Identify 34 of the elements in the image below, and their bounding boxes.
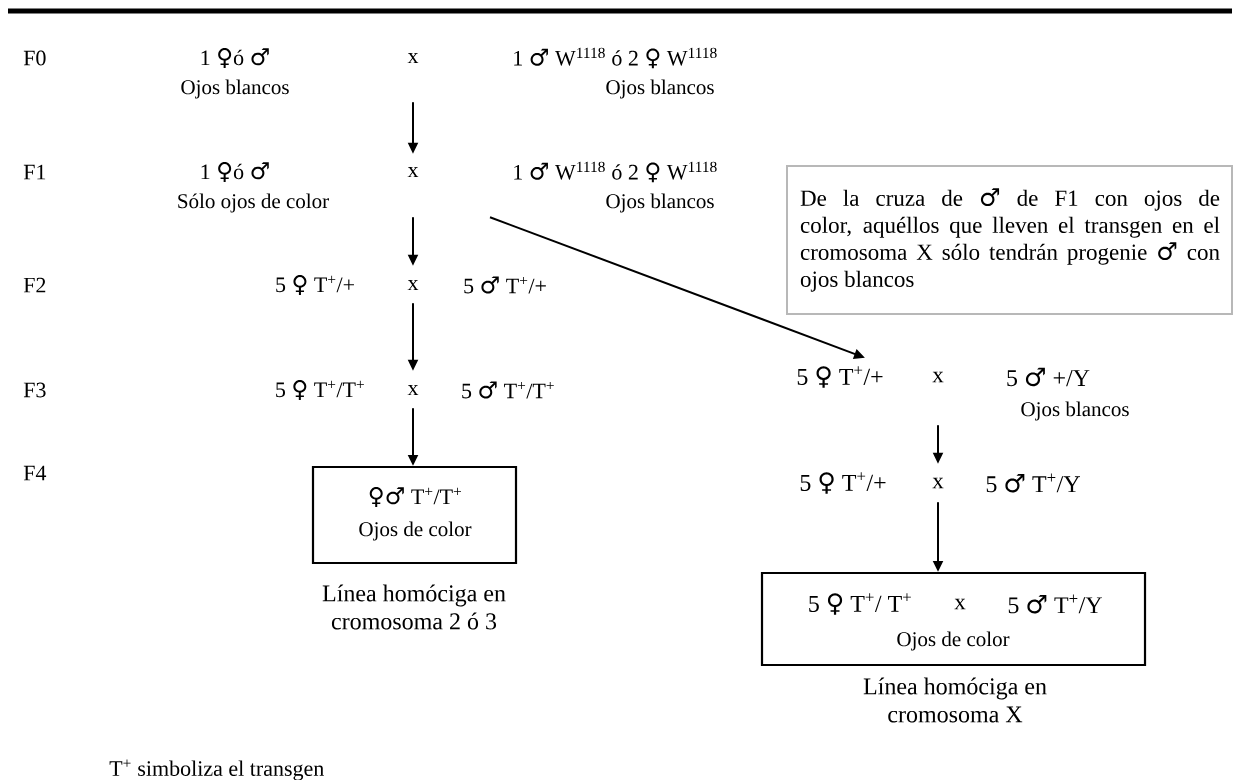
generation-label: F3 xyxy=(23,382,46,398)
parent-genotype: 5 ♂ T$^{+}$/Y xyxy=(986,473,1080,493)
note-box: De la cruza de ♂ de F1 con ojos de color, aquéllos que lleven el transgen en el cromosoma X sólo tendrán progenie ♂ con ojos blancos xyxy=(786,165,1233,315)
generation-label: F2 xyxy=(23,277,46,293)
phenotype-label: Ojos blancos xyxy=(606,79,714,99)
cross-sign: x xyxy=(407,384,419,396)
generation-label: F1 xyxy=(23,164,46,180)
generation-label: F4 xyxy=(23,465,47,481)
cross-sign: x xyxy=(407,166,419,178)
parent-genotype: 1 ♀ó ♂ xyxy=(201,48,269,68)
phenotype-label: Ojos blancos xyxy=(1021,401,1129,421)
parent-genotype: 1 ♀ó ♂ xyxy=(201,162,269,182)
phenotype-label: Ojos blancos xyxy=(606,193,714,213)
cross-sign: x xyxy=(407,52,419,64)
generation-label: F0 xyxy=(23,50,46,66)
result-box: 5 ♀ T$^{+}$/ T$^{+}$ x 5 ♂ T$^{+}$/Y Ojos de color xyxy=(760,571,1147,667)
cross-sign: x xyxy=(932,371,944,383)
parent-genotype: 5 ♂ T$^{+}$/T$^{+}$ xyxy=(462,381,554,399)
parent-genotype: 5 ♀ T$^{+}$/T$^{+}$ xyxy=(276,380,364,400)
phenotype-label: Ojos blancos xyxy=(181,79,289,99)
result-box: ♀♂ T$^{+}$/T$^{+}$ Ojos de color xyxy=(311,465,518,565)
parent-genotype: 1 ♂ W$^{1118}$ ó 2 ♀ W$^{1118}$ xyxy=(514,47,717,69)
parent-genotype: 5 ♀ T$^{+}$/+ xyxy=(276,275,354,295)
parent-genotype: 5 ♀ T$^{+}$/+ xyxy=(797,366,883,388)
cross-sign: x xyxy=(932,477,944,489)
parent-genotype: 5 ♂ +/Y xyxy=(1007,367,1090,387)
node-label: Línea homóciga en cromosoma X xyxy=(863,677,1047,723)
cross-sign: x xyxy=(407,279,419,291)
parent-genotype: 1 ♂ W$^{1118}$ ó 2 ♀ W$^{1118}$ xyxy=(514,161,717,183)
parent-genotype: 5 ♂ T$^{+}$/+ xyxy=(464,276,546,294)
parent-genotype: 5 ♀ T$^{+}$/+ xyxy=(800,472,886,494)
node-label: Línea homóciga en cromosoma 2 ó 3 xyxy=(322,584,506,630)
phenotype-label: Sólo ojos de color xyxy=(178,193,329,213)
footnote: T$^{+}$ simboliza el transgen xyxy=(109,759,324,780)
